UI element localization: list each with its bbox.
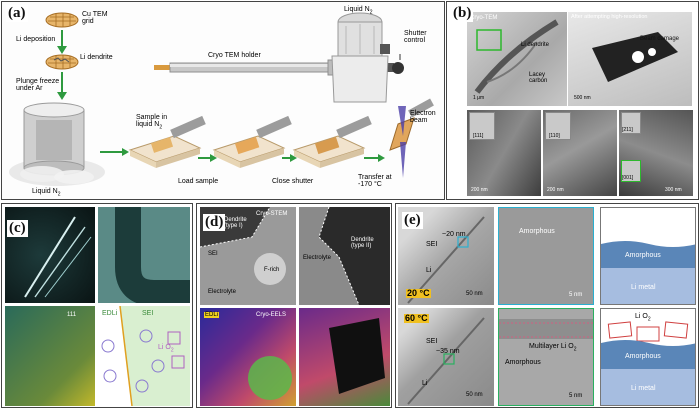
- shutter-label: Shutter control: [404, 30, 427, 44]
- e-scale-d: 5 nm: [569, 393, 583, 399]
- e-sei-top-label: SEI: [426, 241, 438, 248]
- d-stem-image-2: Electrolyte Dendrite (type II): [299, 207, 390, 305]
- cryo-tem-image: Cryo-TEM Li dendrite Lacey carbon 1 μm: [467, 12, 567, 106]
- panel-c-label: (c): [7, 220, 28, 237]
- zone-110: [110]: [549, 133, 560, 139]
- cu-grid-label: Cu TEM grid: [82, 11, 108, 25]
- li-dendrite-grid-icon: [45, 54, 79, 70]
- li-deposition-label: Li deposition: [16, 36, 56, 43]
- liquid-n2-bottom-label: Liquid N2: [32, 188, 61, 198]
- e-hr-image-top: Amorphous 5 nm: [498, 207, 594, 305]
- sem-image-1: [111] 200 nm: [467, 110, 541, 196]
- e-li-metal1-label: Li metal: [631, 284, 656, 291]
- sem-image-3: [211] [001] 300 nm: [619, 110, 693, 196]
- panel-a-label: (a): [6, 5, 28, 22]
- e-amorph-hr-label: Amorphous: [519, 228, 555, 235]
- scale-500nm: 500 nm: [574, 95, 591, 101]
- panel-a-schematic: [9, 12, 434, 186]
- electrolyte2-label: Electrolyte: [303, 255, 332, 261]
- plunge-label: Plunge freeze under Ar: [16, 78, 60, 92]
- close-label: Close shutter: [272, 178, 314, 185]
- liquid-n2-top-label: Liquid N2: [344, 6, 373, 16]
- station-1: [128, 115, 206, 168]
- e-thick-bot-label: ~35 nm: [436, 348, 460, 355]
- frich-label: F-rich: [264, 267, 280, 273]
- holder-label: Cryo TEM holder: [208, 52, 261, 59]
- e-tem-image-bot: 60 °C SEI ~35 nm Li 50 nm: [398, 308, 494, 406]
- cryo-eels-label: Cryo-EELS: [256, 312, 287, 318]
- electrolyte1-label: Electrolyte: [208, 289, 237, 295]
- lattice-label: 111: [67, 312, 77, 318]
- transfer-label: Transfer at -170 °C: [358, 174, 392, 188]
- panel-c: (c) 111 EDLi SEI Li O2: [1, 203, 193, 408]
- e-amorph-sch1-label: Amorphous: [625, 252, 661, 259]
- scale-1um: 1 μm: [473, 95, 485, 101]
- d-dendrite1-label: Dendrite (type I): [224, 217, 247, 229]
- e-schematic-bot: Li O2 Amorphous Li metal: [600, 308, 696, 406]
- e-temp-top-label: 20 °C: [406, 288, 431, 298]
- e-multilayer-label: Multilayer Li O2: [529, 343, 577, 353]
- c-sei-label: SEI: [142, 310, 154, 317]
- panel-d: Cryo-STEM Dendrite (type I) SEI F-rich E…: [196, 203, 392, 408]
- e-hr-image-bot: Multilayer Li O2 Amorphous 5 nm: [498, 308, 594, 406]
- zone-211: [211]: [622, 127, 633, 133]
- e-sei-bot-label: SEI: [426, 338, 438, 345]
- e-amorph-hr2-label: Amorphous: [505, 359, 541, 366]
- e-li-top-label: Li: [426, 267, 432, 274]
- c-li2o-label: Li O2: [158, 344, 174, 354]
- panel-b: (b) Cryo-TEM Li dendrite Lacey carbon 1 …: [446, 1, 699, 200]
- panel-e: (e) SEI ~20 nm Li 20 °C 50 nm Amorphous …: [395, 203, 699, 408]
- e-thick-top-label: ~20 nm: [442, 231, 466, 238]
- li-dendrite-label: Li dendrite: [80, 54, 113, 61]
- d-eels-image-2: [299, 308, 390, 406]
- panel-e-label: (e): [402, 212, 423, 229]
- e-amorph-sch2-label: Amorphous: [625, 353, 661, 360]
- scale-300nm: 300 nm: [665, 187, 682, 193]
- panel-b-label: (b): [451, 5, 474, 22]
- e-scale-a: 50 nm: [466, 291, 483, 297]
- e-temp-bot-label: 60 °C: [404, 313, 429, 323]
- d-sei-label: SEI: [208, 251, 218, 257]
- cryo-tem-label: Cryo-TEM: [470, 15, 498, 21]
- d-eels-image-1: Cryo-EELS EDLi: [200, 308, 296, 406]
- e-scale-c: 50 nm: [466, 392, 483, 398]
- e-li2o-sch-label: Li O2: [635, 313, 651, 323]
- b-dendrite-label: Li dendrite: [521, 42, 550, 48]
- station-3: [292, 115, 372, 168]
- holder-dewar-icon: [331, 12, 390, 103]
- e-li-bot-label: Li: [422, 380, 428, 387]
- liquid-n2-dewar-icon: [9, 102, 105, 186]
- cu-grid-icon: [45, 12, 79, 28]
- d-tag-label: EDLi: [204, 312, 220, 318]
- panel-a: (a): [1, 1, 445, 200]
- sem-image-2: [110] 200 nm: [543, 110, 617, 196]
- after-label: After attempting high-resolution: [571, 14, 648, 20]
- panel-d-label: (d): [203, 214, 226, 231]
- station-4: [389, 98, 434, 178]
- damage-label: Beam damage: [640, 36, 680, 42]
- e-schematic-top: Amorphous Li metal: [600, 207, 696, 305]
- c-schematic: EDLi SEI Li O2: [98, 306, 190, 406]
- lacey-label: Lacey carbon: [529, 72, 548, 84]
- station-2: [212, 115, 292, 168]
- scale-200nm-a: 200 nm: [471, 187, 488, 193]
- beam-damage-image: After attempting high-resolution Beam da…: [568, 12, 692, 106]
- zone-001: [001]: [622, 175, 634, 181]
- sample-label: Sample in liquid N2: [136, 114, 168, 131]
- zone-111: [111]: [473, 133, 484, 139]
- load-label: Load sample: [178, 178, 219, 185]
- e-li-metal2-label: Li metal: [631, 385, 656, 392]
- c-cryo-image-2: [98, 207, 190, 303]
- beam-label: Electron beam: [410, 110, 436, 124]
- edli-label: EDLi: [102, 310, 118, 317]
- d-dendrite2-label: Dendrite (type II): [351, 237, 374, 249]
- cryo-stem-label: Cryo-STEM: [256, 211, 288, 217]
- c-lattice-image: 111: [5, 306, 95, 406]
- scale-200nm-b: 200 nm: [547, 187, 564, 193]
- e-scale-b: 5 nm: [569, 292, 583, 298]
